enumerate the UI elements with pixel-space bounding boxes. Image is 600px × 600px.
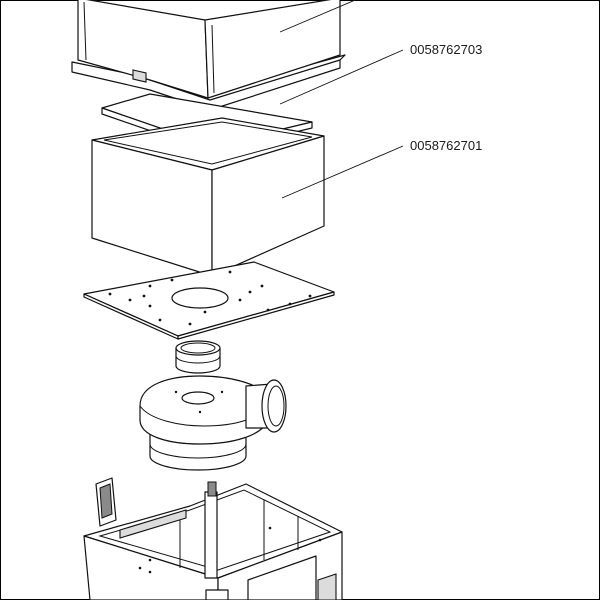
blower-fan [139, 375, 287, 471]
connection-collar [175, 340, 221, 374]
top-cover [71, 0, 346, 111]
filter-box [91, 117, 325, 277]
mounting-plate [83, 261, 335, 340]
part-label-0058762701: 0058762701 [410, 138, 482, 153]
leader-lines [279, 0, 404, 199]
base-cabinet [83, 477, 343, 600]
part-label-0058762703: 0058762703 [410, 42, 482, 57]
